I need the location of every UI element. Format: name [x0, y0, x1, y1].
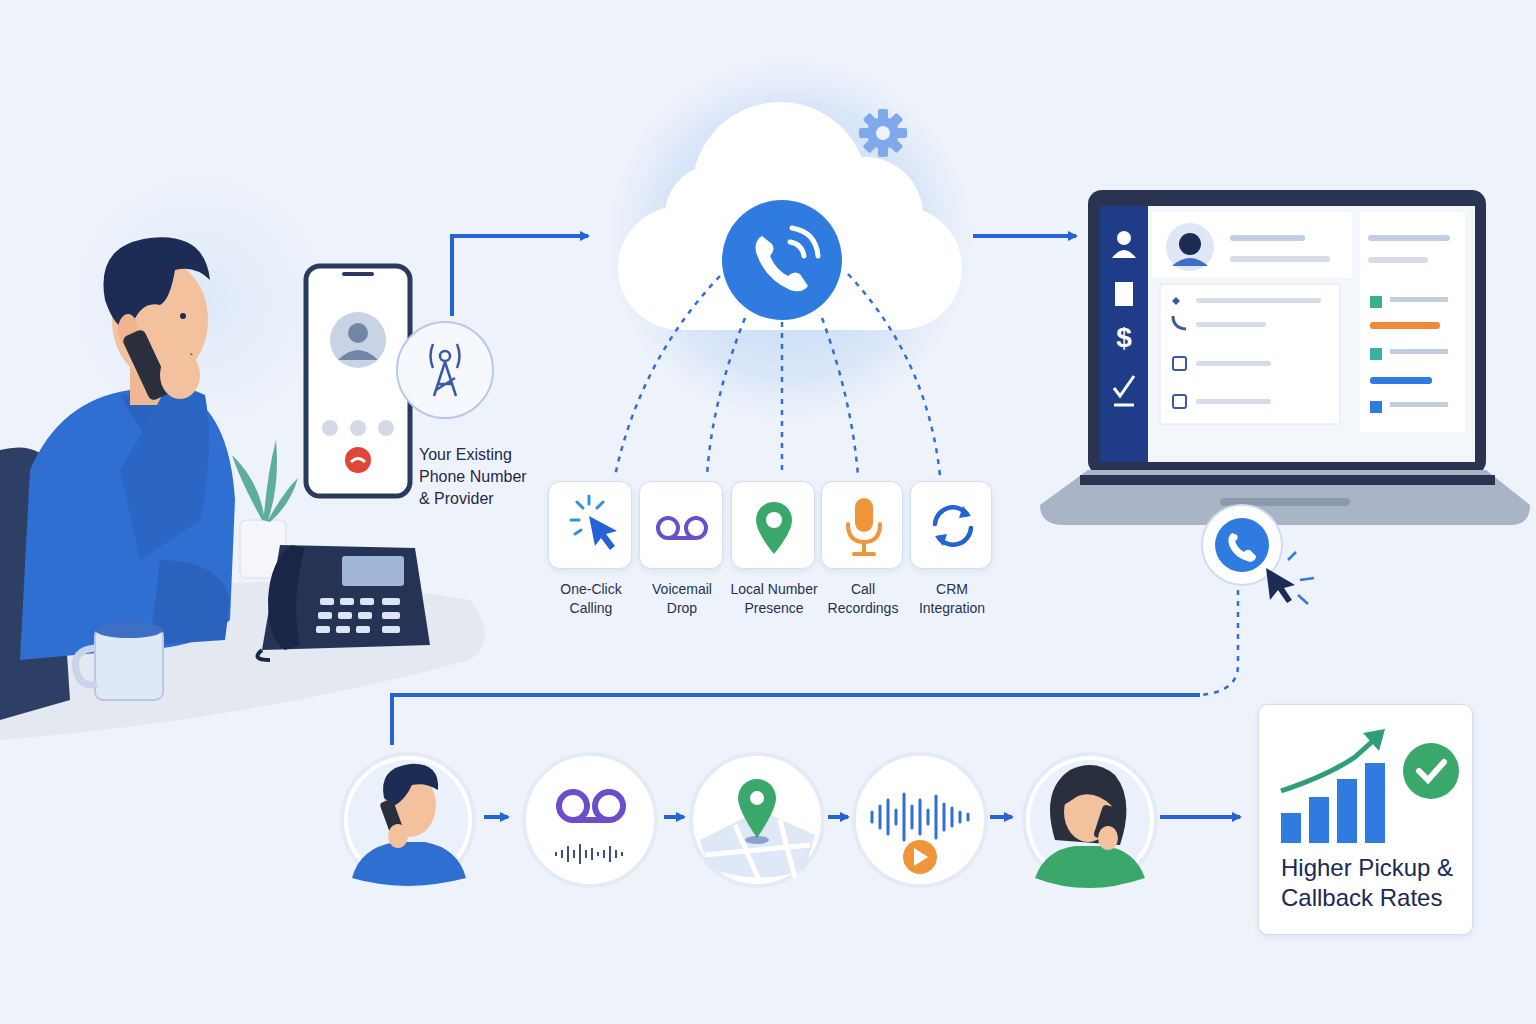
- feature-icon: [911, 482, 995, 574]
- feature-box: Voicemail Drop: [639, 481, 723, 569]
- feature-label: Voicemail Drop: [638, 580, 726, 618]
- feature-icon: [549, 482, 633, 574]
- feature-label: Call Recordings: [819, 580, 907, 618]
- feature-icon: [732, 482, 816, 574]
- feature-label: CRM Integration: [908, 580, 996, 618]
- provider-label: Your Existing Phone Number & Provider: [419, 444, 537, 510]
- feature-label: One-Click Calling: [547, 580, 635, 618]
- feature-box: Local Number Presence: [731, 481, 815, 569]
- feature-box: One-Click Calling: [548, 481, 632, 569]
- feature-box: CRM Integration: [910, 481, 992, 569]
- result-box: Higher Pickup & Callback Rates: [1258, 704, 1473, 935]
- feature-icon: [1259, 705, 1474, 849]
- feature-box: Call Recordings: [821, 481, 903, 569]
- dollar-icon: $: [1108, 322, 1140, 354]
- feature-icon: [822, 482, 906, 574]
- feature-icon: [640, 482, 724, 574]
- result-text: Higher Pickup & Callback Rates: [1281, 853, 1462, 913]
- feature-label: Local Number Presence: [730, 580, 818, 618]
